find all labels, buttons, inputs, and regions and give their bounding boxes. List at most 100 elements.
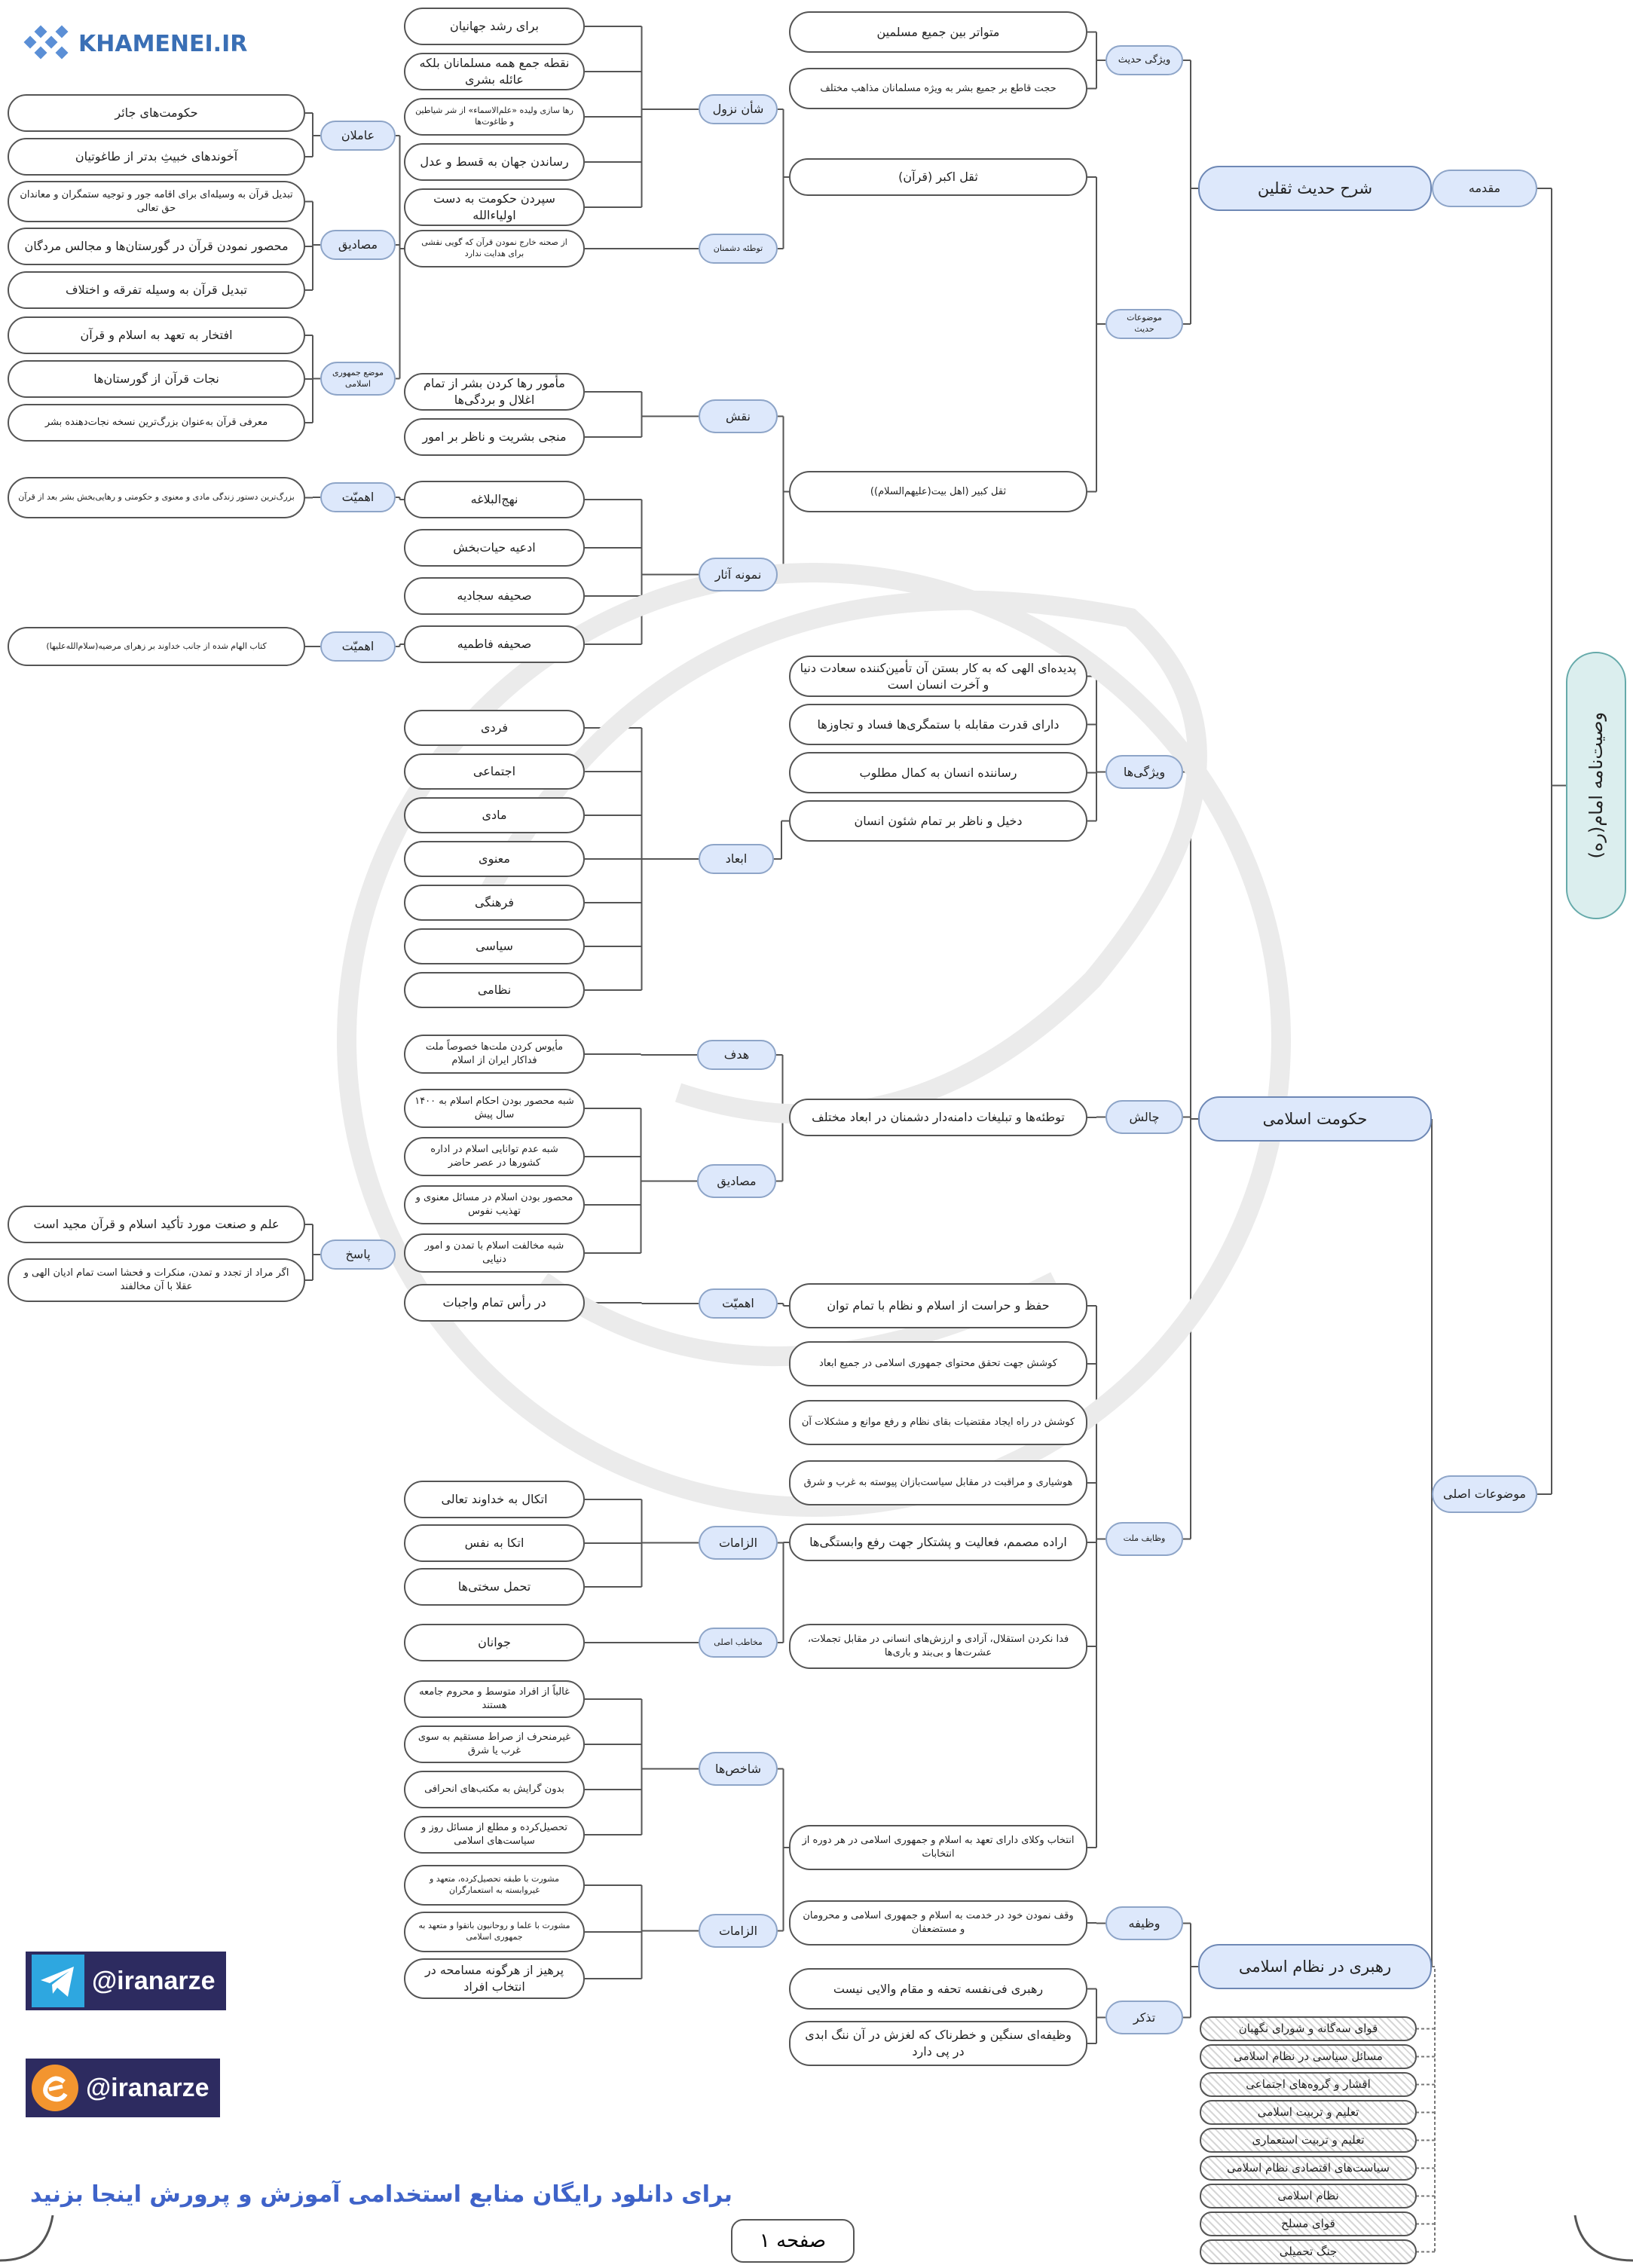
node-rev0: برای رشد جهانیان xyxy=(404,8,585,45)
eitaa-badge[interactable]: @iranarze xyxy=(26,2059,220,2117)
node-ll3: تعلیم و تربیت اسلامی xyxy=(1200,2100,1417,2125)
node-label: اراده مصمم، فعالیت و پشتکار جهت رفع وابس… xyxy=(809,1535,1067,1550)
node-label: اهمیّت xyxy=(341,490,375,505)
node-label: متواتر بین جمیع مسلمین xyxy=(876,24,1000,39)
node-label: بدون گرایش به مکتب‌های انحرافی xyxy=(424,1784,564,1796)
node-label: فردی xyxy=(480,720,509,735)
node-imp2l: اهمیّت xyxy=(320,631,396,662)
node-imp1: بزرگ‌ترین دستور زندگی مادی و معنوی و حکو… xyxy=(8,477,305,518)
connector xyxy=(396,135,404,380)
node-dty: وقف نمودن خود در خدمت به اسلام و جمهوری … xyxy=(789,1900,1087,1946)
node-dim5: سیاسی xyxy=(404,928,585,964)
node-label: کتاب الهام شده از جانب خداوند بر زهرای م… xyxy=(46,640,267,651)
node-label: افتخار به تعهد به اسلام و قرآن xyxy=(80,328,233,343)
node-label: ویژگی‌ها xyxy=(1123,764,1166,779)
node-dim2: مادی xyxy=(404,797,585,833)
node-label: شأن نزول xyxy=(712,102,764,117)
node-label: تحمل سختی‌ها xyxy=(457,1579,531,1594)
node-ll4: تعلیم و تربیت استعماری xyxy=(1200,2128,1417,2153)
node-label: اهمیّت xyxy=(341,639,375,654)
node-du2: کوشش در راه ایجاد مقتضیات بقای نظام و رف… xyxy=(789,1400,1087,1445)
node-label: رهبری در نظام اسلامی xyxy=(1238,1957,1392,1976)
node-r22: پرهیز از هرگونه مسامحه در انتخاب افراد xyxy=(404,1958,585,1999)
node-label: فدا نکردن استقلال، آزادی و ارزش‌های انسا… xyxy=(807,1634,1069,1658)
node-chin0: شبه محصور بودن احکام اسلام به ۱۴۰۰ سال پ… xyxy=(404,1089,585,1128)
node-chin1: شبه عدم توانایی اسلام در اداره کشورها در… xyxy=(404,1137,585,1176)
node-label: رساننده انسان به کمال مطلوب xyxy=(859,765,1017,780)
node-label: کوشش در راه ایجاد مقتضیات بقای نظام و رف… xyxy=(801,1417,1075,1429)
node-ans1: اگر مراد از تجدد و تمدن، منکرات و فحشا ا… xyxy=(8,1258,305,1302)
node-ll7: قوای مسلح xyxy=(1200,2211,1417,2236)
eitaa-handle: @iranarze xyxy=(86,2073,209,2102)
telegram-badge[interactable]: @iranarze xyxy=(26,1952,226,2010)
node-ind0: غالباً از افراد متوسط و محروم جامعه هستن… xyxy=(404,1680,585,1718)
node-label: پدیده‌ای الهی که به کار بستن آن تأمین‌کن… xyxy=(800,660,1077,692)
connector xyxy=(1537,188,1566,1495)
node-label: مأمور رها کردن بشر از تمام اغلال و بردگی… xyxy=(423,376,565,407)
node-label: تعلیم و تربیت اسلامی xyxy=(1257,2105,1359,2120)
node-r20: مشورت با طبقه تحصیل‌کرده، متعهد و غیرواب… xyxy=(404,1865,585,1906)
node-label: معرفی قرآن به‌عنوان بزرگ‌ترین نسخه نجات‌… xyxy=(44,417,268,429)
node-label: جوانان xyxy=(478,1635,511,1650)
node-label: هدف xyxy=(723,1047,750,1062)
node-label: مأیوس کردن ملت‌ها خصوصاً ملت فداکار ایرا… xyxy=(425,1041,564,1066)
node-label: وظیفه‌ای سنگین و خطرناک که لغزش در آن نن… xyxy=(805,2028,1072,2059)
node-in2: تبدیل قرآن به وسیله تفرقه و اختلاف xyxy=(8,271,305,309)
node-du4: اراده مصمم، فعالیت و پشتکار جهت رفع وابس… xyxy=(789,1524,1087,1561)
node-label: رهبری فی‌نفسه تحفه و مقام والایی نیست xyxy=(833,1981,1044,1996)
node-chinl: مصادیق xyxy=(697,1164,776,1198)
download-link[interactable]: برای دانلود رایگان منابع استخدامی آموزش … xyxy=(30,2181,732,2208)
node-du5: فدا نکردن استقلال، آزادی و ارزش‌های انسا… xyxy=(789,1624,1087,1669)
node-du3: هوشیاری و مراقبت در مقابل سیاست‌بازان پی… xyxy=(789,1460,1087,1505)
connector xyxy=(585,499,699,645)
node-label: نهج‌البلاغه xyxy=(470,492,518,507)
node-label: تحصیل‌کرده و مطلع از مسائل روز و سیاست‌ه… xyxy=(421,1822,567,1847)
node-label: شاخص‌ها xyxy=(714,1761,762,1776)
node-label: کوشش جهت تحقق محتوای جمهوری اسلامی در جم… xyxy=(819,1358,1057,1370)
node-indl: شاخص‌ها xyxy=(699,1752,778,1786)
node-role1: منجی بشریت و ناظر بر امور xyxy=(404,418,585,456)
node-ll5: سیاست‌های اقتصادی نظام اسلامی xyxy=(1200,2156,1417,2181)
khamenei-logo: KHAMENEI.IR xyxy=(23,23,247,65)
node-work3: صحیفه فاطمیه xyxy=(404,625,585,663)
node-imp2: کتاب الهام شده از جانب خداوند بر زهرای م… xyxy=(8,627,305,666)
node-label: حجت قاطع بر جمیع بشر به ویژه مسلمانان مذ… xyxy=(820,82,1057,94)
node-workl: نمونه آثار xyxy=(699,558,778,591)
node-label: وظیفه xyxy=(1128,1915,1161,1930)
connector xyxy=(305,335,320,423)
node-plot: از صحنه خارج نمودن قرآن که گویی نقشی برا… xyxy=(404,230,585,267)
node-label: مقدمه xyxy=(1468,181,1501,196)
node-ag1: آخوندهای خبیثِ بدتر از طاغوتیان xyxy=(8,138,305,176)
node-chl: چالش xyxy=(1105,1100,1183,1134)
node-label: پرهیز از هرگونه مسامحه در انتخاب افراد xyxy=(424,1963,564,1994)
connector xyxy=(1183,60,1198,325)
node-label: علم و صنعت مورد تأکید اسلام و قرآن مجید … xyxy=(33,1217,280,1232)
node-label: صحیفه فاطمیه xyxy=(457,637,532,652)
node-r10: اتکال به خداوند تعالی xyxy=(404,1481,585,1518)
node-rev4: سپردن حکومت به دست اولیاءالله xyxy=(404,188,585,226)
node-label: حکومت اسلامی xyxy=(1262,1109,1368,1128)
connector xyxy=(778,109,789,249)
node-htop: موضوعات حدیث xyxy=(1105,309,1183,339)
eitaa-icon xyxy=(32,2065,78,2111)
connector xyxy=(585,1499,699,1588)
node-label: اگر مراد از تجدد و تمدن، منکرات و فحشا ا… xyxy=(23,1267,289,1292)
node-goal: مأیوس کردن ملت‌ها خصوصاً ملت فداکار ایرا… xyxy=(404,1035,585,1074)
node-gov: حکومت اسلامی xyxy=(1198,1096,1432,1142)
node-label: هوشیاری و مراقبت در مقابل سیاست‌بازان پی… xyxy=(803,1477,1073,1489)
node-label: مسائل سیاسی در نظام اسلامی xyxy=(1234,2049,1383,2064)
node-chin3: شبه مخالفت اسلام با تمدن و امور دنیایی xyxy=(404,1233,585,1273)
node-dim1: اجتماعی xyxy=(404,753,585,790)
node-thaqalayn: شرح حدیث ثقلین xyxy=(1198,166,1432,211)
node-label: در رأس تمام واجبات xyxy=(442,1295,546,1310)
node-label: شبه عدم توانایی اسلام در اداره کشورها در… xyxy=(430,1144,558,1169)
node-plotl: توطئه دشمنان xyxy=(699,234,778,264)
node-ll0: قوای سه‌گانه و شورای نگهبان xyxy=(1200,2016,1417,2041)
connector xyxy=(778,415,789,576)
node-kabir: ثقل کبیر (اهل بیت(علیهم‌السلام)) xyxy=(789,471,1087,512)
node-inl: مصادیق xyxy=(320,230,396,260)
node-label: مشورت با طبقه تحصیل‌کرده، متعهد و غیرواب… xyxy=(429,1874,560,1895)
connector xyxy=(774,820,789,860)
node-st0: افتخار به تعهد به اسلام و قرآن xyxy=(8,316,305,354)
node-work0: نهج‌البلاغه xyxy=(404,481,585,518)
